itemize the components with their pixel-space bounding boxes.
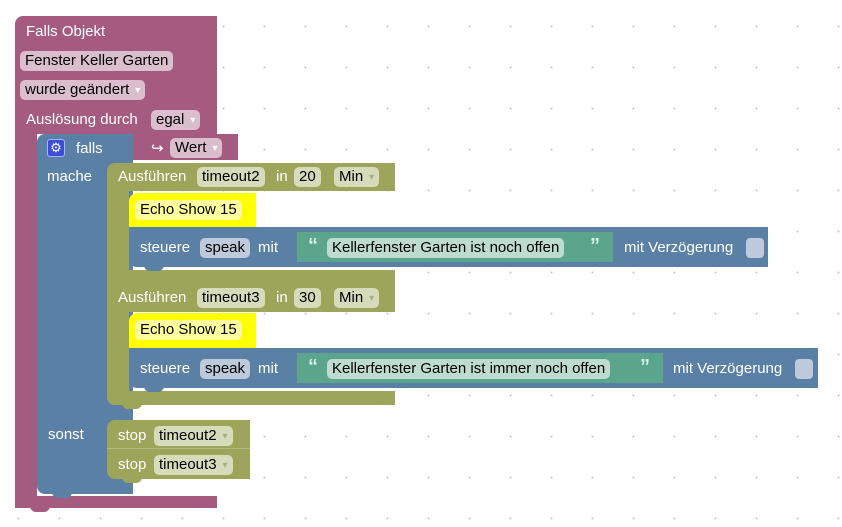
trigger-block-bottom: [15, 496, 217, 508]
timeout-block-bottom: [107, 270, 395, 284]
sonst-label: sonst: [48, 426, 84, 443]
control-label: steuere: [140, 239, 191, 256]
timeout-label: Ausführen: [118, 168, 187, 185]
device-field[interactable]: Echo Show 15: [135, 200, 242, 220]
timeout-block-notch: [122, 403, 142, 409]
trigger-bottom-notch: [30, 506, 50, 512]
timeout-block-bottom: [107, 391, 395, 405]
trigger-title: Falls Objekt: [26, 23, 106, 40]
text-field[interactable]: Kellerfenster Garten ist noch offen: [327, 238, 565, 258]
mache-label: mache: [47, 168, 93, 185]
state-field[interactable]: speak: [200, 359, 251, 379]
state-field[interactable]: speak: [200, 238, 251, 258]
unit-dropdown[interactable]: Min: [334, 288, 380, 308]
unit-dropdown[interactable]: Min: [334, 167, 380, 187]
stop-label: stop: [118, 456, 147, 473]
trigger-label: Auslösung durch: [26, 111, 138, 128]
device-field[interactable]: Echo Show 15: [135, 320, 242, 340]
quote-close-icon: ”: [590, 235, 600, 257]
with-label: mit: [258, 360, 278, 377]
stop-timeout-dropdown[interactable]: timeout2: [154, 426, 233, 446]
timeout-name-field[interactable]: timeout2: [197, 167, 265, 187]
quote-open-icon: “: [308, 356, 318, 378]
timeout-block-spine: [107, 310, 129, 405]
value-arrow-icon: ↪: [151, 140, 164, 157]
stop-label: stop: [118, 427, 147, 444]
control-block-notch: [144, 265, 164, 271]
quote-open-icon: “: [308, 235, 318, 257]
if-block-notch: [52, 492, 72, 498]
in-label: in: [276, 168, 288, 185]
stop-block-notch: [122, 477, 142, 483]
trigger-dropdown[interactable]: egal: [151, 110, 201, 130]
timeout-label: Ausführen: [118, 289, 187, 306]
value-dropdown[interactable]: Wert: [170, 138, 223, 158]
falls-label: falls: [76, 140, 103, 157]
timeout-name-field[interactable]: timeout3: [197, 288, 265, 308]
delay-label: mit Verzögerung: [673, 360, 783, 377]
condition-dropdown[interactable]: wurde geändert: [20, 80, 146, 100]
in-label: in: [276, 289, 288, 306]
gear-icon[interactable]: ⚙: [47, 139, 65, 157]
timeout-block-spine: [107, 190, 129, 284]
trigger-block-spine: [15, 130, 37, 508]
control-label: steuere: [140, 360, 191, 377]
object-field[interactable]: Fenster Keller Garten: [20, 51, 174, 71]
amount-field[interactable]: 30: [294, 288, 321, 308]
control-block-notch: [144, 386, 164, 392]
delay-checkbox[interactable]: [795, 359, 813, 379]
with-label: mit: [258, 239, 278, 256]
delay-label: mit Verzögerung: [624, 239, 734, 256]
quote-close-icon: ”: [640, 356, 650, 378]
amount-field[interactable]: 20: [294, 167, 321, 187]
stop-timeout-dropdown[interactable]: timeout3: [154, 455, 233, 475]
text-field[interactable]: Kellerfenster Garten ist immer noch offe…: [327, 359, 611, 379]
delay-checkbox[interactable]: [746, 238, 764, 258]
